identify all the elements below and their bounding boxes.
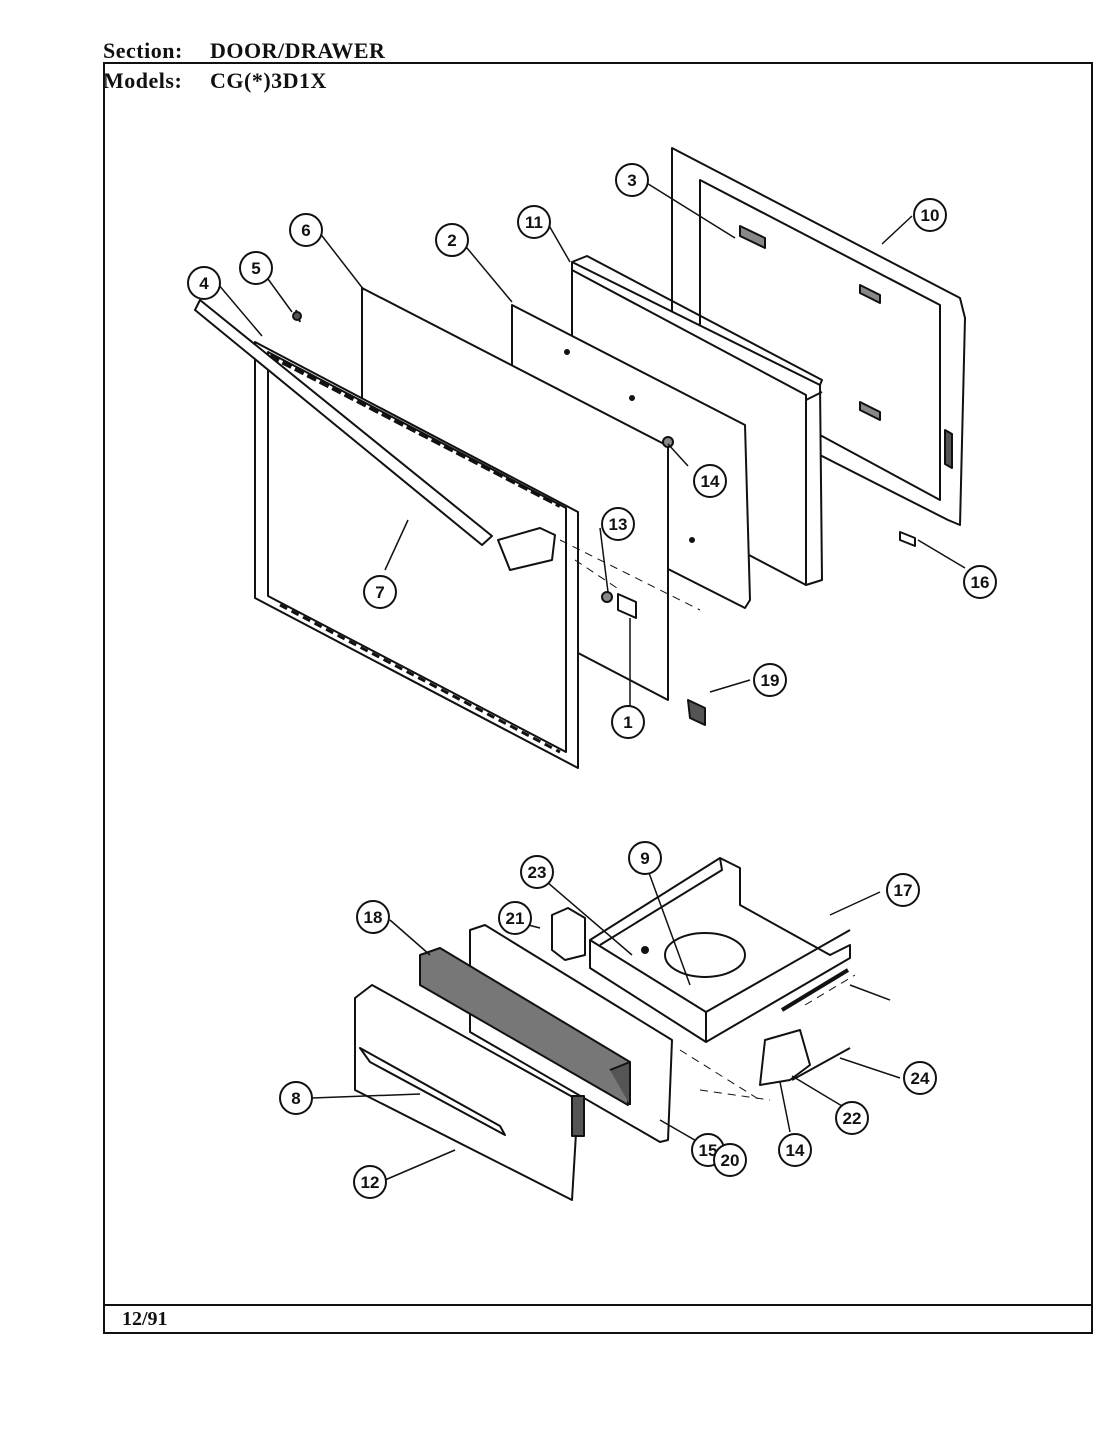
- callout-5-circle: [239, 251, 273, 285]
- callout-18-label: 18: [364, 908, 383, 927]
- diagram-frame: [103, 62, 1093, 1334]
- rod-23: [791, 1047, 851, 1081]
- callout-18-circle: [356, 900, 390, 934]
- callout-17-circle: [886, 873, 920, 907]
- section-value: DOOR/DRAWER: [210, 38, 386, 63]
- models-value: CG(*)3D1X: [210, 68, 327, 93]
- callout-20-label: 20: [721, 1151, 740, 1170]
- footer-divider: [103, 1304, 1093, 1306]
- callout-1-circle: [611, 705, 645, 739]
- callout-14-label: 14: [786, 1141, 805, 1160]
- callout-15-label: 15: [699, 1141, 718, 1160]
- callout-19-circle: [753, 663, 787, 697]
- callout-23-circle: [520, 855, 554, 889]
- callout-13-label: 13: [609, 515, 628, 534]
- drawer-body: [589, 857, 851, 1043]
- bracket-18: [687, 699, 706, 726]
- callout-5-label: 5: [251, 259, 260, 278]
- callout-22-circle: [835, 1101, 869, 1135]
- callout-6-circle: [289, 213, 323, 247]
- callout-3-label: 3: [627, 171, 636, 190]
- clip-13: [601, 591, 613, 603]
- handle-rail: [194, 299, 493, 546]
- callout-4-circle: [187, 266, 221, 300]
- callout-9-label: 9: [640, 849, 649, 868]
- drawer-insulation: [419, 947, 631, 1106]
- callout-11-label: 11: [525, 213, 543, 232]
- callout-7-circle: [363, 575, 397, 609]
- callout-13-circle: [601, 507, 635, 541]
- callout-14-circle: [778, 1133, 812, 1167]
- callout-14-circle: [693, 464, 727, 498]
- callout-21-circle: [498, 901, 532, 935]
- hinge-pin: [899, 531, 916, 547]
- callout-4-label: 4: [199, 274, 209, 293]
- callout-24-circle: [903, 1061, 937, 1095]
- callout-23-label: 23: [528, 863, 547, 882]
- callout-8-circle: [279, 1081, 313, 1115]
- hinge-bracket: [497, 527, 556, 571]
- callout-24-label: 24: [911, 1069, 930, 1088]
- callout-14-label: 14: [701, 472, 720, 491]
- callout-10-label: 10: [921, 206, 940, 225]
- models-label: Models:: [103, 68, 183, 93]
- callout-16-circle: [963, 565, 997, 599]
- callout-21-label: 21: [506, 909, 525, 928]
- callout-7-label: 7: [375, 583, 384, 602]
- callout-12-label: 12: [361, 1173, 380, 1192]
- callout-20-circle: [713, 1143, 747, 1177]
- callout-1-label: 1: [623, 713, 632, 732]
- callout-8-label: 8: [291, 1089, 300, 1108]
- callout-22-label: 22: [843, 1109, 862, 1128]
- callout-19-label: 19: [761, 671, 780, 690]
- drawer-roller-bracket-left: [551, 907, 586, 961]
- inner-door-liner: [671, 147, 966, 526]
- callout-6-label: 6: [301, 221, 310, 240]
- revision-date: 12/91: [122, 1308, 168, 1330]
- callout-12-circle: [353, 1165, 387, 1199]
- drawer-roller-bracket-right: [759, 1029, 811, 1086]
- screw-22: [641, 946, 649, 954]
- callout-17-label: 17: [894, 881, 913, 900]
- callout-3-circle: [615, 163, 649, 197]
- callout-16-label: 16: [971, 573, 990, 592]
- door-frame: [254, 341, 579, 769]
- callout-9-circle: [628, 841, 662, 875]
- clip-14-upper: [662, 436, 674, 448]
- section-label: Section:: [103, 38, 183, 63]
- callout-2-label: 2: [447, 231, 456, 250]
- callout-10-circle: [913, 198, 947, 232]
- drawer-outer-front: [354, 984, 585, 1201]
- rail-24: [780, 968, 850, 1012]
- callout-11-circle: [517, 205, 551, 239]
- callout-2-circle: [435, 223, 469, 257]
